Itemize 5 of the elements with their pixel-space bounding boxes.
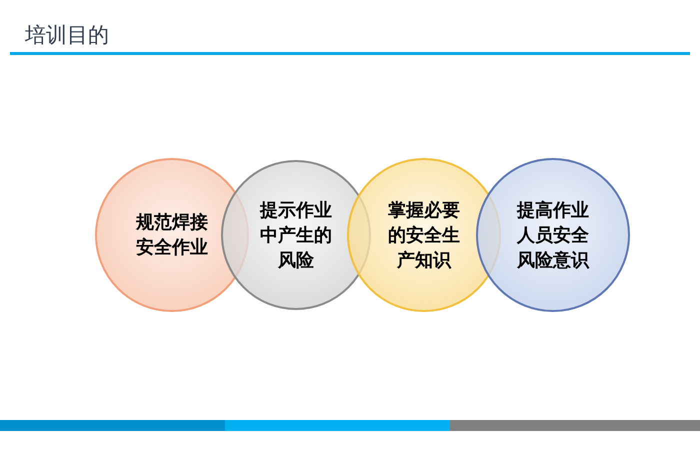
circle-label: 掌握必要的安全生产知识 bbox=[387, 198, 461, 272]
circle-label: 提高作业人员安全风险意识 bbox=[516, 198, 590, 272]
page-title: 培训目的 bbox=[25, 23, 109, 49]
circle-label: 规范焊接安全作业 bbox=[135, 211, 209, 259]
circle-label: 提示作业中产生的风险 bbox=[259, 198, 333, 272]
